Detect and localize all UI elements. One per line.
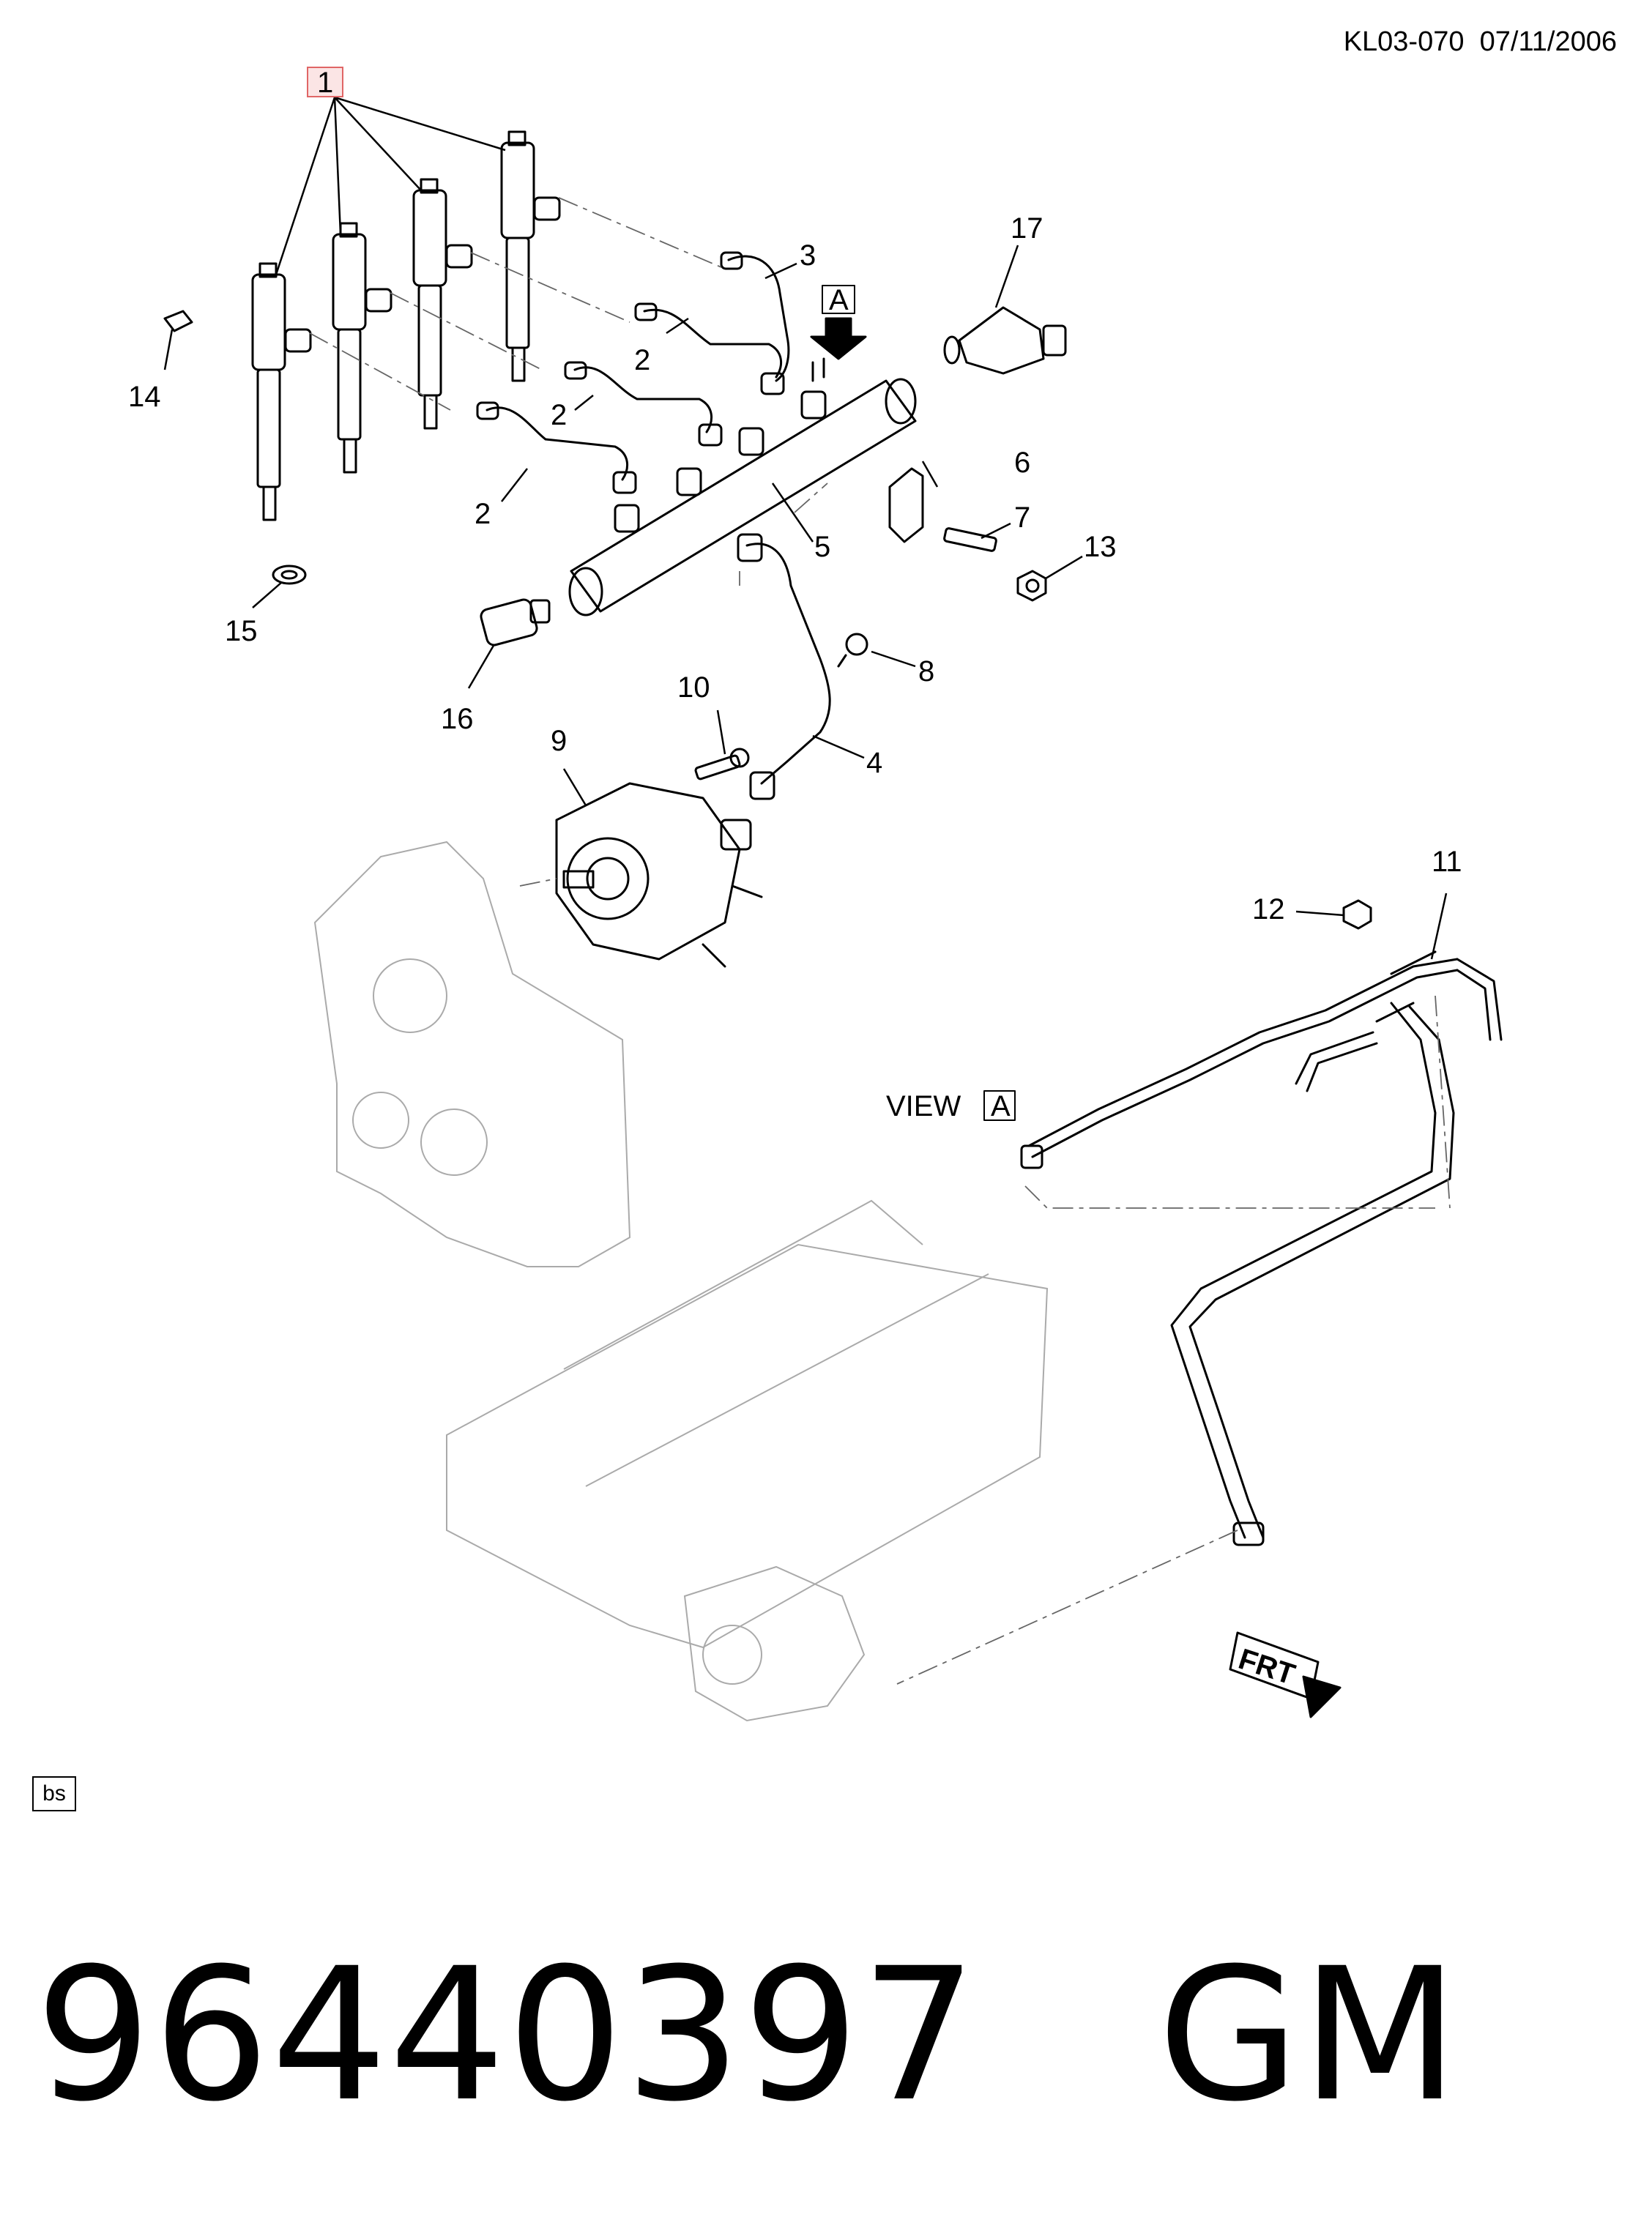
callout-12: 12 — [1252, 893, 1285, 925]
front-direction-arrow — [1229, 1631, 1342, 1718]
callout-2b: 2 — [551, 399, 567, 431]
callout-15: 15 — [225, 615, 258, 647]
fuel-pipe-2c — [485, 406, 629, 481]
nut — [1016, 570, 1047, 602]
fuel-pipe-4 — [745, 543, 831, 785]
fuel-rail — [568, 357, 917, 616]
callout-2c: 2 — [475, 498, 491, 530]
callout-2a: 2 — [634, 344, 650, 376]
clip-14 — [163, 310, 193, 332]
callout-5: 5 — [814, 531, 830, 563]
callout-10: 10 — [677, 671, 710, 704]
view-direction-arrow — [810, 317, 867, 360]
injector-3 — [412, 178, 473, 430]
fuel-pipe-3 — [727, 255, 790, 382]
callout-3: 3 — [800, 239, 816, 272]
high-pressure-pump — [555, 782, 763, 968]
injector-4 — [500, 130, 561, 382]
view-label: VIEW — [886, 1090, 961, 1122]
bs-label-box: bs — [32, 1776, 76, 1811]
callout-4: 4 — [866, 747, 882, 779]
callout-16: 16 — [441, 703, 474, 735]
bs-label: bs — [42, 1781, 66, 1806]
callout-9: 9 — [551, 725, 567, 757]
callout-1: 1 — [317, 67, 333, 99]
bolt-10 — [694, 748, 750, 780]
callout-13: 13 — [1084, 531, 1117, 563]
stud — [943, 527, 997, 552]
view-label-letter: A — [991, 1090, 1011, 1122]
brand-name: GM — [1157, 1929, 1461, 2142]
fuel-pipe-2a — [643, 308, 783, 379]
callout-14: 14 — [128, 381, 161, 413]
washer-15 — [272, 565, 307, 585]
clamp-12 — [1342, 899, 1372, 930]
doc-id: KL03-070 — [1343, 26, 1465, 57]
part-number: 96440397 — [35, 1929, 979, 2142]
cylinder-head-outline — [446, 1243, 1049, 1649]
injector-1 — [251, 262, 312, 521]
return-hose-assembly — [1020, 950, 1503, 1546]
sensor-16 — [480, 598, 551, 647]
fuel-pipe-2b — [573, 366, 713, 433]
pressure-regulator — [943, 306, 1067, 375]
timing-cover-outline — [313, 841, 631, 1267]
doc-date: 07/11/2006 — [1479, 26, 1617, 57]
view-marker-letter: A — [829, 284, 849, 316]
injector-2 — [332, 222, 392, 474]
part-number-title: 96440397 GM — [35, 1944, 1460, 2127]
bolt-8 — [837, 633, 868, 668]
drawing-reference: KL03-070 07/11/2006 — [1344, 26, 1617, 58]
callout-7: 7 — [1014, 502, 1030, 534]
pump-ghost-outline — [683, 1565, 866, 1722]
callout-6: 6 — [1014, 447, 1030, 479]
front-label: FRT — [1235, 1643, 1299, 1691]
callout-11: 11 — [1432, 846, 1462, 878]
callout-17: 17 — [1011, 212, 1043, 245]
callout-8: 8 — [918, 655, 934, 688]
bracket — [888, 467, 924, 543]
